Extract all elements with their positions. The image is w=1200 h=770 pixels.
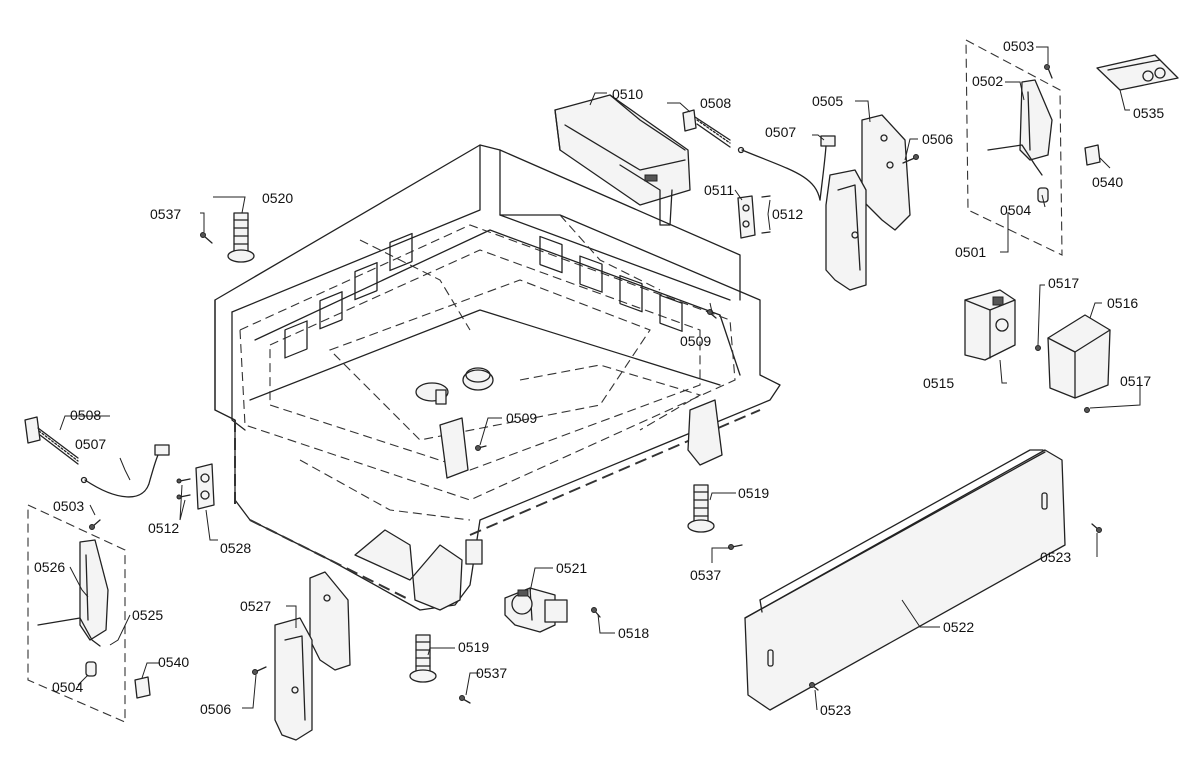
part-0537-screw-a [200,232,213,244]
callout-0527: 0527 [240,598,271,614]
part-0509-screw-lower [475,445,487,451]
part-0521-inlet-valve [504,587,568,633]
part-0501-hinge-assembly-box [965,39,1063,256]
part-0502-hinge [987,79,1053,176]
part-0517-screw-low [1084,407,1090,413]
callout-0519: 0519 [458,639,489,655]
callout-0535: 0535 [1133,105,1164,121]
callout-0512: 0512 [148,520,179,536]
callout-0508: 0508 [700,95,731,111]
part-0511-bracket-upper [737,195,756,239]
callout-0517: 0517 [1120,373,1151,389]
leader-lines [59,46,1141,711]
callout-0501: 0501 [955,244,986,260]
callout-0507: 0507 [75,436,106,452]
callout-0504: 0504 [52,679,83,695]
callout-0505: 0505 [812,93,843,109]
part-0522-toe-kick-panel [744,449,1066,711]
part-0519-leveling-foot-right [687,484,715,533]
callout-0504: 0504 [1000,202,1031,218]
callout-0517: 0517 [1048,275,1079,291]
callout-labels: 0501 0502 0503 0503 0504 0504 0505 0506 … [34,38,1164,718]
callout-0511: 0511 [704,182,734,198]
part-0537-screw-c [459,695,471,704]
part-0520-leveling-foot [227,212,255,263]
callout-0525: 0525 [132,607,163,623]
callout-0523: 0523 [820,702,851,718]
callout-0509: 0509 [680,333,711,349]
part-0516-cover [1047,314,1111,399]
part-0504-clip-right [1037,187,1049,203]
callout-0519: 0519 [738,485,769,501]
callout-0506: 0506 [200,701,231,717]
part-0525-hinge-assembly-box [27,504,126,723]
part-0537-screw-b [728,544,743,550]
part-0510-control-module [554,94,691,226]
part-0507-cable-lower [80,444,170,498]
callout-0537: 0537 [690,567,721,583]
part-0515-housing [964,289,1016,361]
callout-0510: 0510 [612,86,643,102]
callout-0506: 0506 [922,131,953,147]
callout-0537: 0537 [150,206,181,222]
base-frame [214,144,781,611]
callout-0518: 0518 [618,625,649,641]
part-0519-leveling-foot-left [409,634,437,683]
part-0526-hinge-left [37,539,109,647]
callout-0512: 0512 [772,206,803,222]
part-0512-screws-upper [761,195,771,234]
part-0535-sheet [1096,54,1179,91]
part-0506-screw-left [252,666,267,675]
callout-0516: 0516 [1107,295,1138,311]
part-0512-screws-lower [176,478,191,500]
part-0504-clip-left [85,661,97,677]
part-0523-screw-right [1091,523,1102,533]
part-0527-hinge-bracket-left [274,571,351,741]
callout-0523: 0523 [1040,549,1071,565]
callout-0522: 0522 [943,619,974,635]
part-0508-spring-upper [682,109,731,148]
part-0523-screw-left [809,682,819,691]
callout-0508: 0508 [70,407,101,423]
callout-0502: 0502 [972,73,1003,89]
part-0518-screw [591,607,601,618]
callout-0503: 0503 [53,498,84,514]
part-0508-spring-lower [24,416,79,465]
callout-0526: 0526 [34,559,65,575]
part-0505-hinge-right [825,114,911,291]
part-0503-screw-right [1044,64,1053,79]
callout-0507: 0507 [765,124,796,140]
callout-0515: 0515 [923,375,954,391]
part-0507-cable-upper [737,135,836,201]
part-0506-screw-right [902,154,919,164]
callout-0540: 0540 [1092,174,1123,190]
part-0528-bracket [195,463,215,510]
part-0517-screw-mid [1035,345,1041,351]
callout-0540: 0540 [158,654,189,670]
part-0540-clip-left [134,676,151,699]
callout-0520: 0520 [262,190,293,206]
callout-0521: 0521 [556,560,587,576]
callout-0509: 0509 [506,410,537,426]
callout-0503: 0503 [1003,38,1034,54]
part-0503-screw-left [89,519,101,530]
part-0540-clip-right [1084,144,1101,166]
callout-0528: 0528 [220,540,251,556]
callout-0537: 0537 [476,665,507,681]
